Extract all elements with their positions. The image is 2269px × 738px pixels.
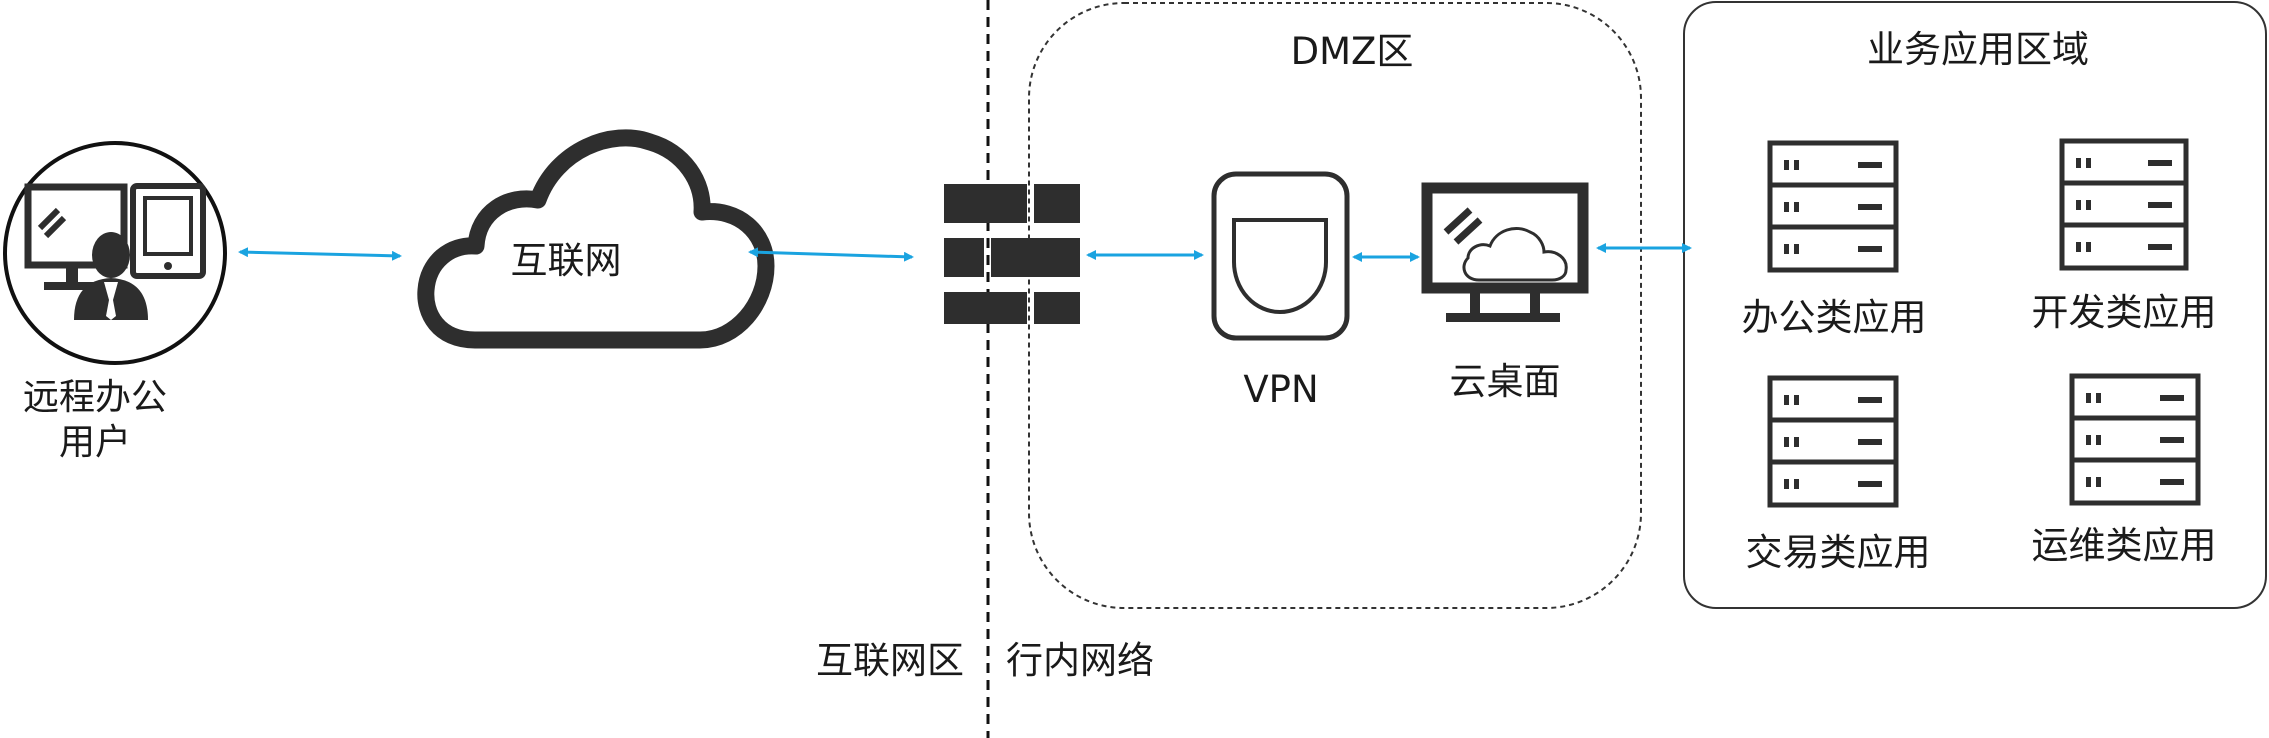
- dmz-zone-label: DMZ区: [1291, 30, 1414, 73]
- trade-app-server-icon: [1767, 375, 1899, 508]
- intranet-zone-label: 行内网络: [1006, 639, 1154, 682]
- vpn-label: VPN: [1243, 368, 1318, 411]
- dev-app-label: 开发类应用: [2032, 291, 2217, 334]
- office-app-label: 办公类应用: [1742, 296, 1927, 339]
- trade-app-label: 交易类应用: [1746, 531, 1931, 574]
- remote-user-icon: [3, 141, 227, 365]
- arrow-user-internet: [238, 247, 402, 261]
- arrow-internet-firewall: [748, 247, 914, 262]
- internet-zone-label: 互联网区: [816, 639, 964, 682]
- cloud-desktop-label: 云桌面: [1450, 360, 1561, 403]
- vpn-device-icon: [1211, 171, 1350, 341]
- firewall-icon: [944, 184, 1080, 324]
- ops-app-label: 运维类应用: [2032, 524, 2217, 567]
- dev-app-server-icon: [2059, 138, 2189, 271]
- business-zone-label: 业务应用区域: [1867, 28, 2089, 71]
- internet-label: 互联网: [511, 239, 622, 282]
- cloud-desktop-icon: [1421, 182, 1589, 322]
- remote-user-label-line1: 远程办公: [23, 377, 167, 418]
- internet-cloud-icon: [417, 129, 775, 349]
- remote-user-label-line2: 用户: [59, 422, 131, 463]
- dmz-zone-box: [1028, 2, 1642, 609]
- ops-app-server-icon: [2069, 373, 2201, 506]
- business-zone-box: [1683, 1, 2267, 609]
- office-app-server-icon: [1767, 140, 1899, 273]
